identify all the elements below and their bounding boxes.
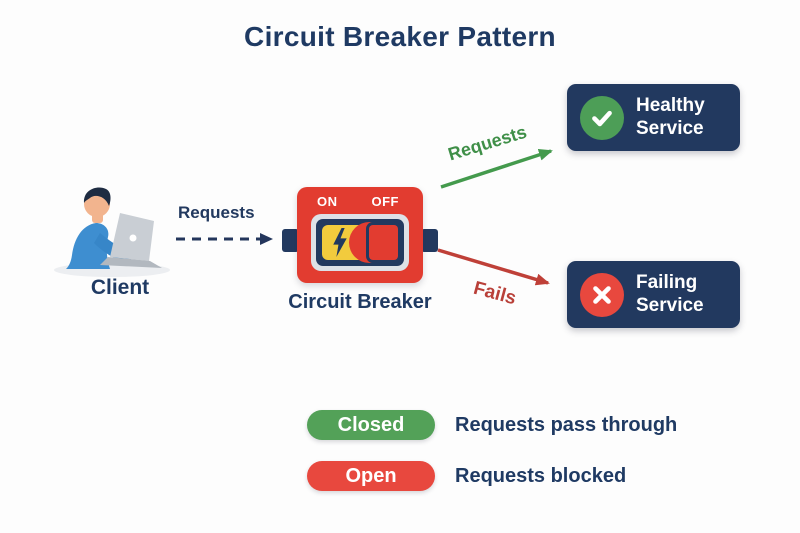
failing-service-card: Failing Service — [567, 261, 740, 328]
legend-description-closed: Requests pass through — [455, 413, 678, 436]
circuit-breaker-box: ON OFF — [297, 187, 423, 283]
breaker-switch-body — [316, 219, 404, 266]
breaker-on-label: ON — [317, 194, 338, 209]
legend-item-open: Open Requests blocked — [307, 461, 626, 491]
legend-description-open: Requests blocked — [455, 464, 627, 487]
breaker-left-terminal — [282, 229, 299, 252]
failing-service-label: Failing Service — [636, 272, 704, 316]
lightning-bolt-icon — [333, 228, 347, 257]
breaker-off-label: OFF — [371, 194, 399, 209]
legend-badge-open: Open — [307, 461, 435, 491]
circuit-breaker-label: Circuit Breaker — [288, 291, 432, 313]
legend-item-closed: Closed Requests pass through — [307, 410, 677, 440]
breaker-right-terminal — [421, 229, 438, 252]
cross-icon — [580, 272, 624, 317]
success-arrow-label: Requests — [445, 121, 530, 165]
switch-toggle-knob — [369, 225, 398, 260]
breaker-switch — [311, 214, 409, 271]
check-icon — [580, 95, 624, 140]
legend-badge-closed: Closed — [307, 410, 435, 440]
client-label: Client — [90, 276, 150, 299]
fail-arrow — [437, 248, 550, 286]
page-title: Circuit Breaker Pattern — [244, 21, 556, 52]
breaker-on-off-row: ON OFF — [297, 194, 423, 209]
client-illustration — [54, 187, 170, 277]
fail-arrow-label: Fails — [471, 277, 519, 310]
request-arrow-label: Requests — [178, 203, 255, 222]
healthy-service-label: Healthy Service — [636, 95, 705, 139]
healthy-service-card: Healthy Service — [567, 84, 740, 151]
